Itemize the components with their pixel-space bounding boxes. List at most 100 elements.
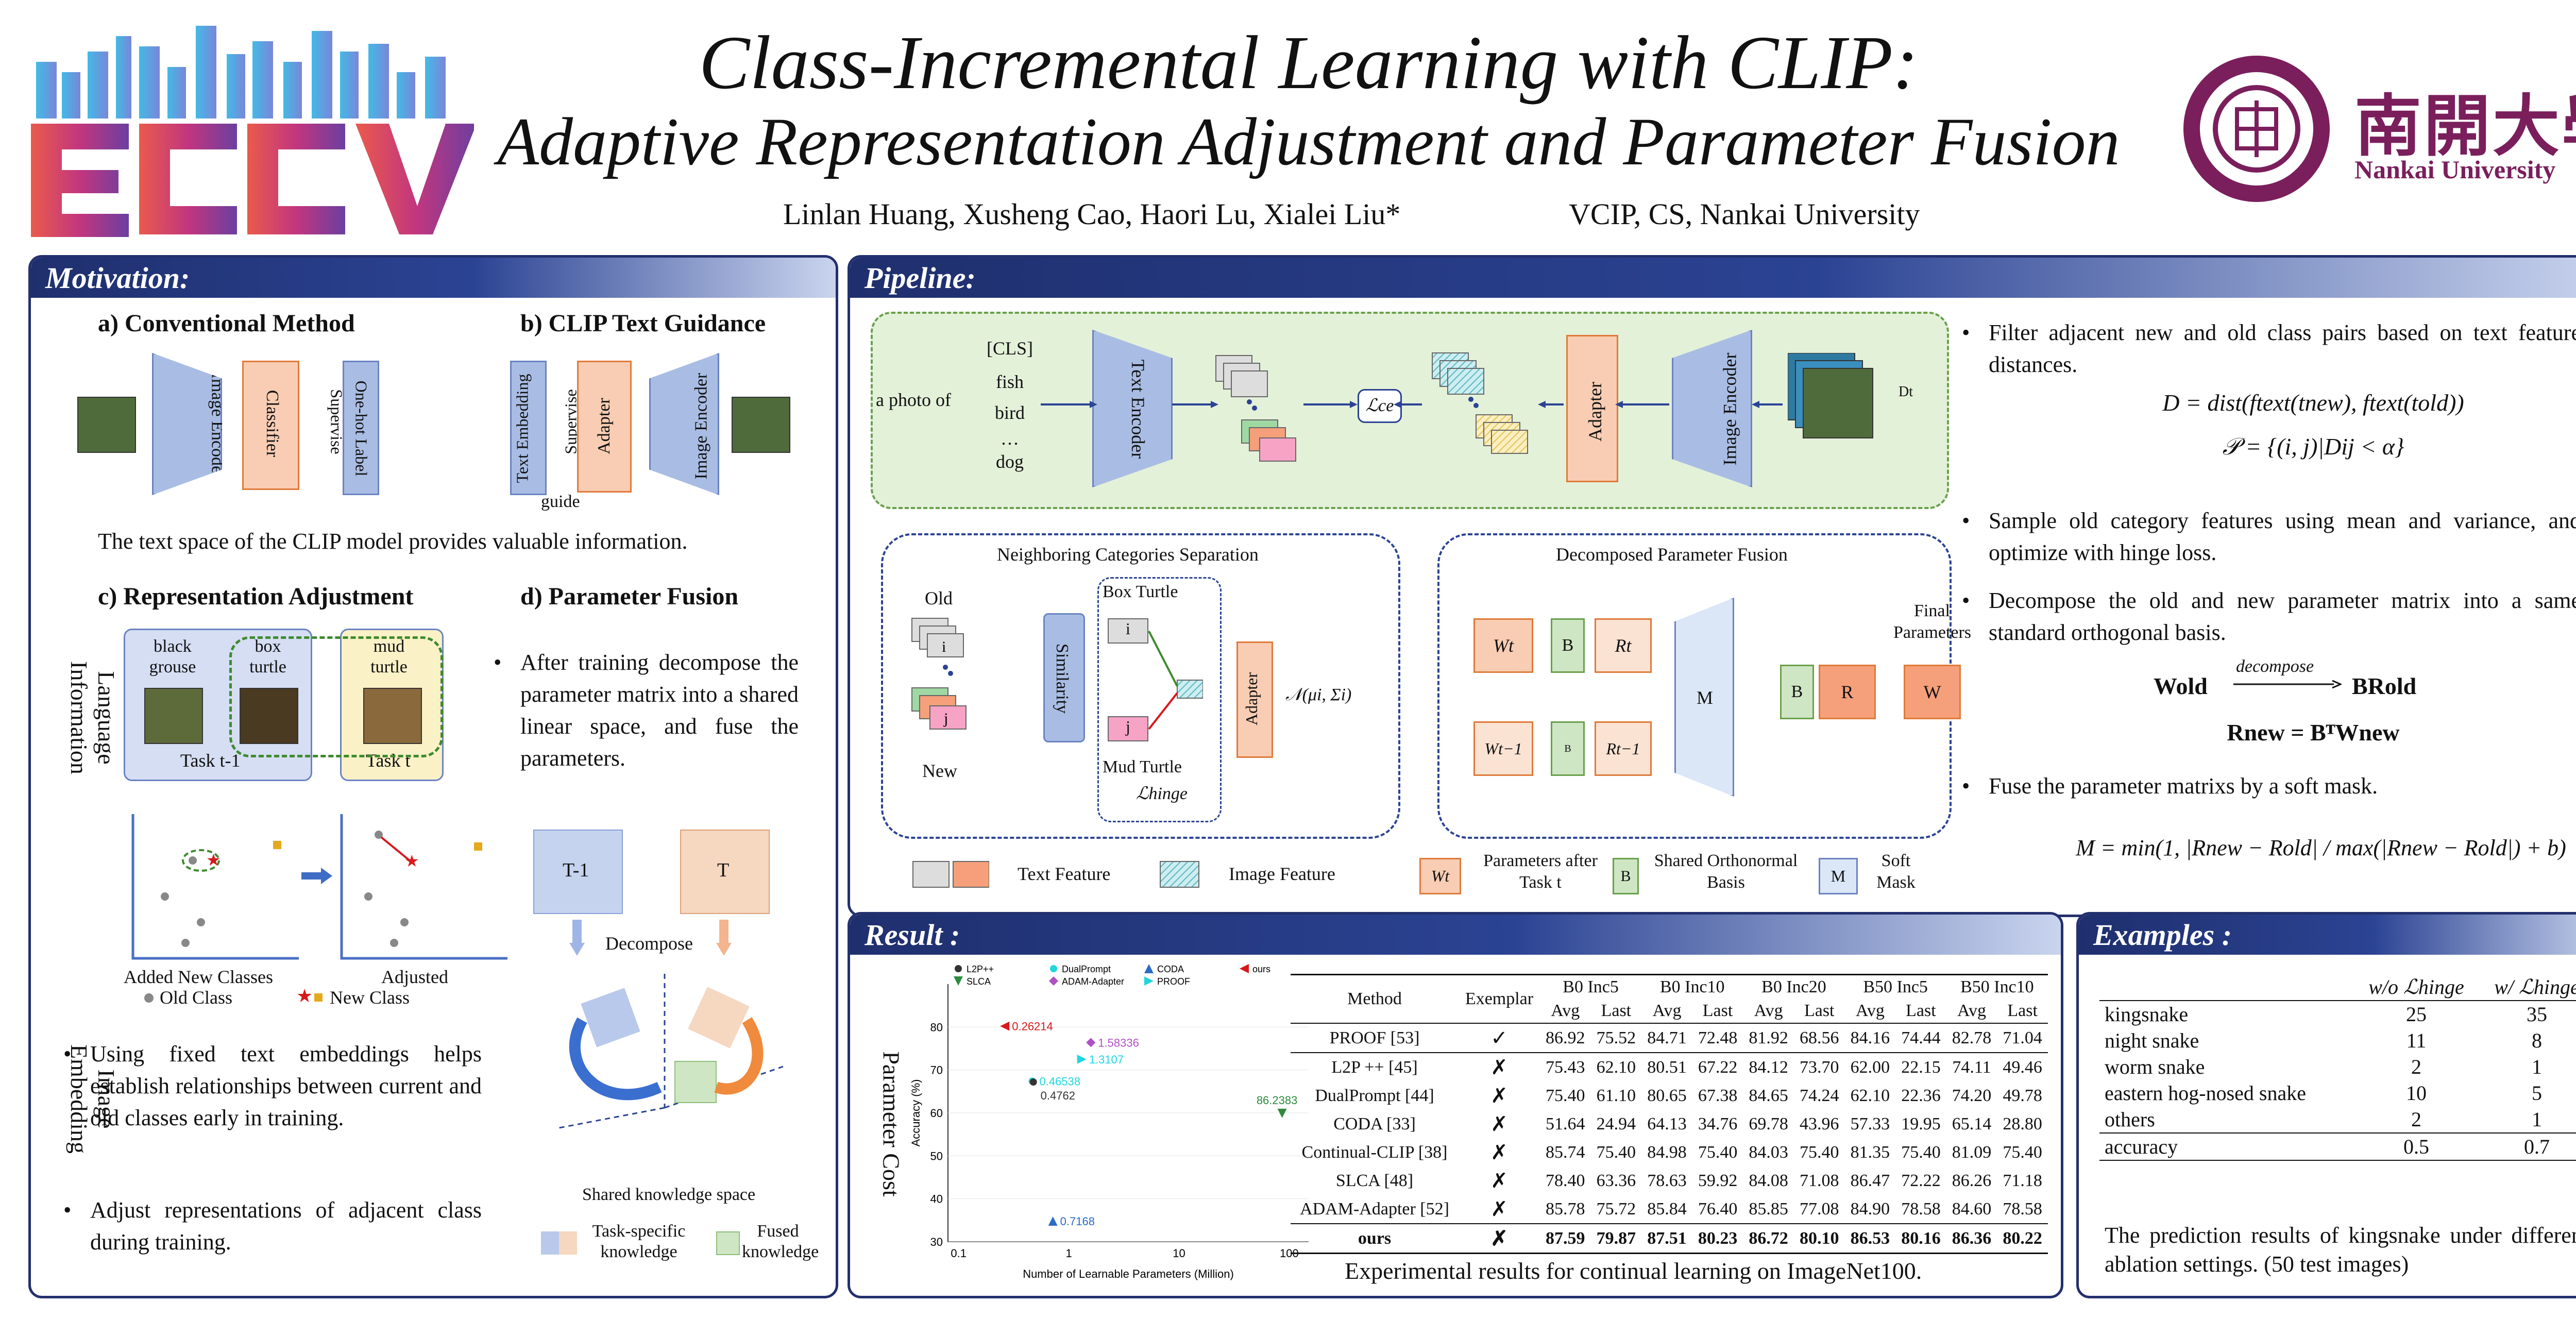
- decompose-arrow-right: [716, 920, 732, 956]
- onehot-label: One-hot Label: [343, 361, 379, 495]
- token-fish: fish: [996, 371, 1024, 392]
- col-with-hinge: w/ ℒhinge: [2494, 975, 2576, 999]
- value-cell: 28.80: [2003, 1114, 2042, 1134]
- x-tick-label: 1: [1065, 1247, 1072, 1260]
- exemplar-cell: ✗: [1490, 1084, 1508, 1107]
- a-title: a) Conventional Method: [98, 310, 355, 337]
- shared-space-diagram: [526, 963, 793, 1139]
- pipeline-bullet-4: Fuse the parameter matrixs by a soft mas…: [1962, 770, 2576, 802]
- value-cell: 80.23: [1698, 1228, 1738, 1248]
- legend-shared-basis: Shared Orthonormal Basis: [1654, 851, 1798, 892]
- value-cell: 86.36: [1952, 1228, 1992, 1248]
- dpf-b-top: B: [1551, 618, 1585, 673]
- ncs-box: [881, 533, 1400, 839]
- value-cell: 49.78: [2003, 1086, 2042, 1105]
- value-cell: 84.98: [1647, 1142, 1687, 1162]
- dpf-w: W: [1904, 665, 1961, 719]
- value-cell: 74.20: [1952, 1086, 1992, 1105]
- nankai-chinese: 南開大學: [2354, 90, 2576, 164]
- value-cell: 81.92: [1749, 1028, 1788, 1047]
- ncs-gaussian: 𝒩(μi, Σi): [1285, 685, 1352, 704]
- dpf-m: M: [1674, 598, 1734, 797]
- pipeline-arrows: [1041, 348, 1814, 425]
- count-cell: 1: [2531, 1055, 2542, 1078]
- value-cell: 65.14: [1952, 1114, 1992, 1134]
- svg-text:j: j: [943, 710, 948, 727]
- data-point: [954, 976, 963, 986]
- dpf-wt1: Wt−1: [1473, 721, 1533, 776]
- ncs-old-label: Old: [925, 588, 953, 608]
- eq-decompose-over: decompose: [2236, 657, 2314, 676]
- pipeline-heading: Pipeline:: [865, 261, 976, 295]
- bird-image-b: [732, 397, 790, 453]
- value-cell: 69.78: [1749, 1114, 1788, 1134]
- svg-text:★: ★: [206, 851, 221, 869]
- value-cell: 82.78: [1952, 1028, 1992, 1047]
- value-cell: 76.40: [1698, 1199, 1738, 1219]
- value-cell: 84.03: [1749, 1142, 1788, 1162]
- dpf-b-bottom: B: [1551, 721, 1585, 776]
- legend-label: ADAM-Adapter: [1062, 976, 1124, 987]
- exemplar-cell: ✗: [1490, 1227, 1508, 1250]
- value-cell: 84.71: [1647, 1028, 1687, 1047]
- token-ellipsis: …: [1001, 428, 1019, 449]
- value-cell: 67.22: [1698, 1057, 1738, 1077]
- dpf-b-mid: B: [1780, 665, 1814, 719]
- old-class-legend: Old Class: [160, 987, 233, 1008]
- dpf-rt1: Rt−1: [1595, 721, 1652, 776]
- value-cell: 86.72: [1749, 1228, 1788, 1248]
- nankai-english: Nankai University: [2354, 155, 2556, 184]
- value-cell: 74.11: [1952, 1057, 1991, 1077]
- value-cell: 84.16: [1850, 1028, 1890, 1047]
- value-cell: 72.22: [1901, 1171, 1941, 1190]
- class-name-cell: night snake: [2105, 1029, 2199, 1052]
- legend-params-after: Parameters after Task t: [1483, 851, 1598, 892]
- value-cell: 24.94: [1596, 1114, 1636, 1134]
- value-cell: 77.08: [1800, 1199, 1839, 1219]
- method-cell: DualPrompt [44]: [1315, 1086, 1434, 1105]
- data-point: [955, 965, 962, 972]
- value-cell: 71.18: [2003, 1171, 2042, 1190]
- legend-image-feature: Image Feature: [1229, 864, 1335, 884]
- value-cell: 85.85: [1749, 1199, 1788, 1219]
- dataset-images: [1787, 352, 1875, 441]
- title-line-2: Adaptive Representation Adjustment and P…: [497, 104, 2120, 179]
- class-name-cell: eastern hog-nosed snake: [2105, 1081, 2306, 1105]
- d-title: d) Parameter Fusion: [520, 583, 739, 610]
- legend-label: PROOF: [1157, 976, 1190, 987]
- token-cls: [CLS]: [987, 338, 1033, 359]
- c-title: c) Representation Adjustment: [98, 583, 414, 610]
- th-group-5: B50 Inc10: [1960, 977, 2034, 996]
- new-class-legend: New Class: [330, 987, 410, 1008]
- exemplar-cell: ✓: [1490, 1026, 1508, 1050]
- legend-label: SLCA: [967, 976, 991, 987]
- value-cell: 78.40: [1546, 1171, 1585, 1190]
- th-group-3: B0 Inc20: [1761, 977, 1826, 996]
- y-tick-label: 60: [930, 1107, 943, 1120]
- th-sub: Avg: [1855, 1001, 1885, 1020]
- data-label: 0.46538: [1040, 1075, 1081, 1088]
- legend-label: CODA: [1157, 964, 1184, 974]
- image-encoder-pipe: Image Encoder: [1672, 330, 1752, 487]
- data-point: [1049, 976, 1058, 986]
- th-sub: Last: [1804, 1001, 1835, 1020]
- value-cell: 87.51: [1647, 1228, 1687, 1248]
- motivation-panel: Motivation: a) Conventional Method b) CL…: [28, 255, 838, 1298]
- value-cell: 80.22: [2003, 1228, 2042, 1248]
- value-cell: 75.40: [1698, 1142, 1738, 1162]
- class-box-turtle: box turtle: [249, 637, 286, 677]
- value-cell: 78.63: [1647, 1171, 1687, 1190]
- value-cell: 78.58: [2003, 1199, 2042, 1219]
- th-group-4: B50 Inc5: [1863, 977, 1928, 996]
